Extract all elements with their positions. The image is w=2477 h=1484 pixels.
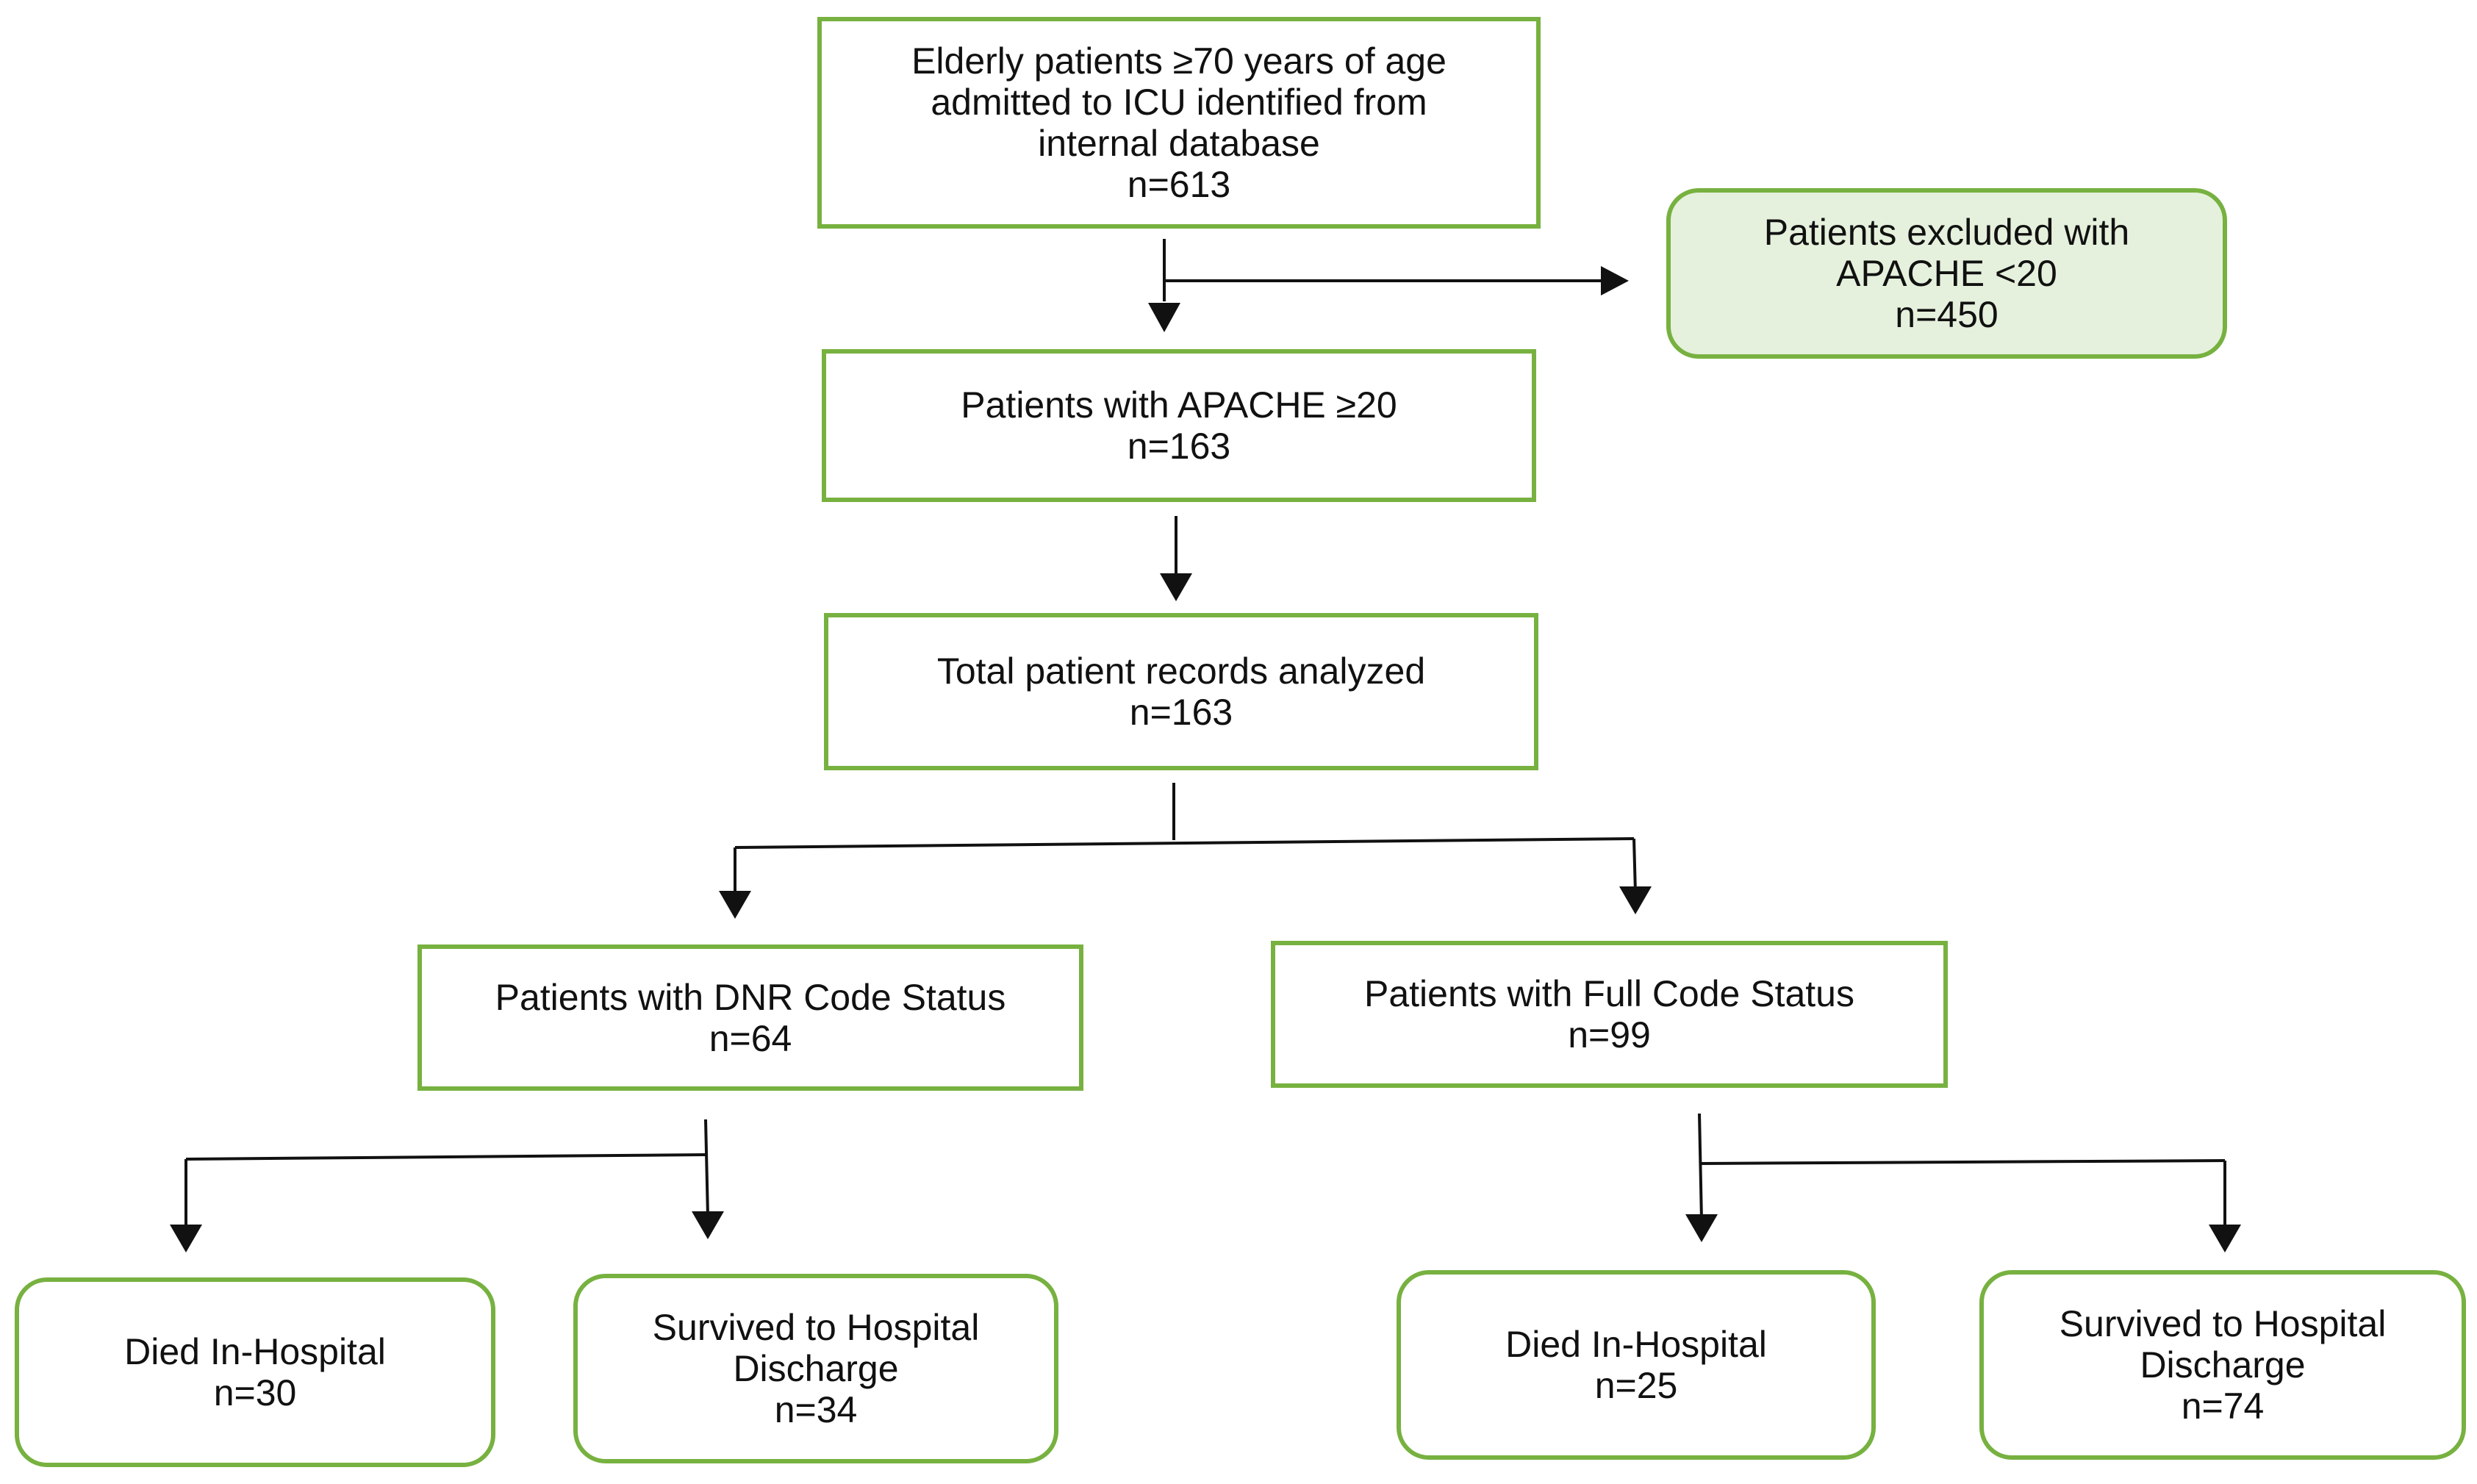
arrow-to-dnr-survived: [704, 1119, 709, 1217]
box-full-survived-count: n=74: [2181, 1386, 2265, 1427]
box-full-code-status: Patients with Full Code Status n=99: [1271, 941, 1948, 1088]
split-dnr-bar: [185, 1153, 706, 1161]
box-dnr-count: n=64: [709, 1017, 792, 1059]
box-dnr-code-status: Patients with DNR Code Status n=64: [417, 944, 1083, 1091]
arrowhead-dnr-survived: [692, 1211, 724, 1239]
box-apache-included: Patients with APACHE ≥20 n=163: [822, 349, 1536, 502]
box-excluded-patients: Patients excluded with APACHE <20 n=450: [1666, 188, 2227, 359]
arrowhead-apache: [1148, 303, 1180, 332]
box-screened-label: Elderly patients ≥70 years of age admitt…: [911, 40, 1447, 164]
arrow-to-full-died: [1698, 1113, 1703, 1221]
box-full-died: Died In-Hospital n=25: [1397, 1270, 1876, 1460]
box-dnr-died: Died In-Hospital n=30: [15, 1277, 495, 1467]
box-dnr-label: Patients with DNR Code Status: [495, 976, 1006, 1018]
arrowhead-full-died: [1685, 1214, 1718, 1242]
box-screened-count: n=613: [1127, 164, 1231, 205]
box-dnr-survived-label: Survived to Hospital Discharge: [652, 1307, 980, 1389]
box-full-survived: Survived to Hospital Discharge n=74: [1979, 1270, 2466, 1460]
box-full-code-count: n=99: [1568, 1014, 1651, 1055]
box-apache-label: Patients with APACHE ≥20: [961, 384, 1397, 426]
box-dnr-survived: Survived to Hospital Discharge n=34: [573, 1274, 1058, 1463]
box-apache-count: n=163: [1127, 426, 1231, 467]
box-dnr-died-label: Died In-Hospital: [124, 1331, 386, 1372]
box-analyzed-label: Total patient records analyzed: [936, 650, 1426, 692]
arrowhead-full-survived: [2209, 1225, 2241, 1252]
box-screened-patients: Elderly patients ≥70 years of age admitt…: [817, 17, 1541, 229]
box-excluded-count: n=450: [1895, 294, 1999, 335]
split-analyzed-bar: [734, 837, 1635, 849]
box-dnr-survived-count: n=34: [774, 1389, 858, 1430]
box-records-analyzed: Total patient records analyzed n=163: [824, 613, 1538, 770]
split-full-bar: [1699, 1159, 2226, 1165]
arrow-to-full-code: [1632, 838, 1637, 894]
arrowhead-excluded: [1601, 266, 1629, 295]
box-full-died-count: n=25: [1594, 1365, 1678, 1406]
arrowhead-dnr-died: [170, 1225, 202, 1252]
box-full-survived-label: Survived to Hospital Discharge: [2059, 1303, 2387, 1386]
box-analyzed-count: n=163: [1129, 692, 1233, 733]
arrowhead-dnr: [719, 891, 751, 919]
box-dnr-died-count: n=30: [213, 1372, 297, 1413]
box-full-died-label: Died In-Hospital: [1505, 1324, 1767, 1365]
arrowhead-analyzed: [1160, 573, 1192, 601]
box-excluded-label: Patients excluded with APACHE <20: [1763, 212, 2130, 294]
box-full-code-label: Patients with Full Code Status: [1364, 973, 1854, 1014]
arrowhead-full-code: [1619, 886, 1652, 914]
